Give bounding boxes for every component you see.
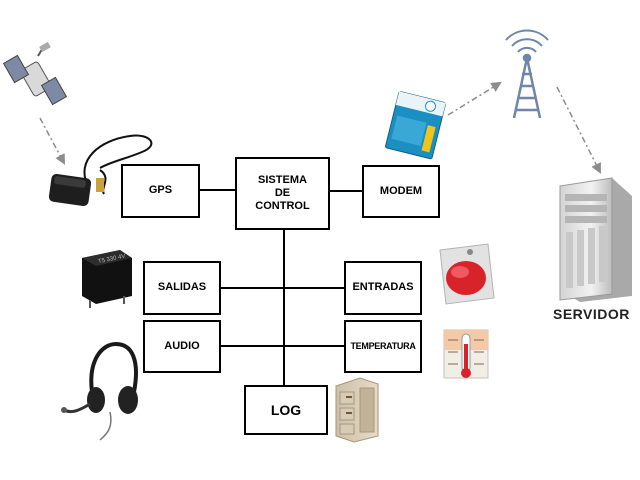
log-label: LOG: [270, 401, 302, 418]
satellite-icon: [2, 41, 68, 106]
gps-label: GPS: [148, 184, 173, 197]
wireless-links: [39, 81, 601, 174]
tower-to-server-arrow: [556, 86, 601, 174]
log-box: LOG: [244, 385, 328, 435]
radio-tower-icon: [505, 29, 549, 119]
modem-to-tower-arrow: [447, 81, 502, 116]
temperatura-box: TEMPERATURA: [344, 320, 422, 373]
headset-icon: [61, 341, 138, 441]
salidas-box: SALIDAS: [143, 261, 221, 315]
gps-antenna-icon: [48, 134, 153, 207]
servidor-label: SERVIDOR: [553, 306, 630, 322]
modem-box: MODEM: [362, 165, 440, 218]
modem-card-icon: [385, 91, 446, 160]
sistema-de-control-box: SISTEMA DE CONTROL: [235, 157, 330, 230]
connection-lines: [199, 189, 363, 386]
red-button-icon: [439, 243, 495, 305]
audio-box: AUDIO: [143, 320, 221, 373]
temperatura-label: TEMPERATURA: [350, 341, 416, 352]
satellite-to-gps-arrow: [39, 117, 65, 165]
sistema-de-control-label: SISTEMA DE CONTROL: [255, 173, 310, 213]
relay-icon: T5 330 4V: [82, 250, 132, 308]
gps-box: GPS: [121, 164, 200, 218]
server-icon: [559, 177, 632, 302]
entradas-label: ENTRADAS: [352, 281, 414, 294]
thermometer-icon: [443, 329, 489, 379]
entradas-box: ENTRADAS: [344, 261, 422, 315]
salidas-label: SALIDAS: [157, 281, 207, 294]
modem-label: MODEM: [379, 184, 423, 197]
file-cabinet-icon: [335, 377, 379, 443]
audio-label: AUDIO: [164, 339, 200, 352]
svg-text:T5 330 4V: T5 330 4V: [98, 254, 126, 266]
